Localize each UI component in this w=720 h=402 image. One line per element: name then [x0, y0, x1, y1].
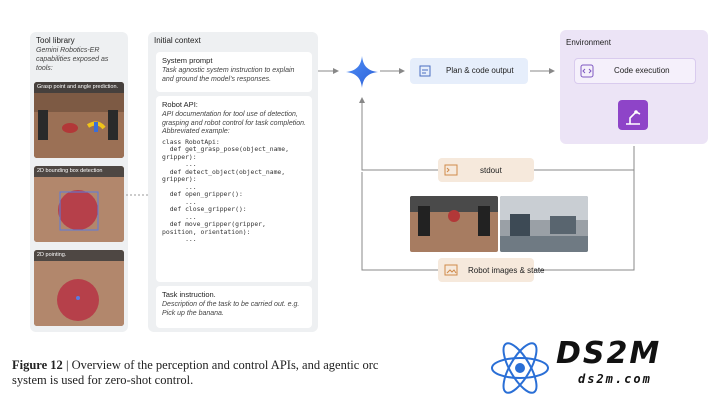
robot-images-state-label: Robot images & state — [468, 266, 545, 275]
figure-caption: Figure 12 | Overview of the perception a… — [12, 358, 482, 388]
tool-library-subtitle: Gemini Robotics-ER capabilities exposed … — [36, 47, 109, 72]
code-execution-label: Code execution — [614, 66, 670, 75]
tool-library-title: Tool library — [36, 36, 75, 45]
code-execution-box — [574, 58, 696, 84]
watermark-text: DS2M — [556, 336, 662, 371]
environment-title: Environment — [566, 38, 611, 47]
system-prompt-card: System prompt Task agnostic system instr… — [156, 52, 312, 92]
robot-arm-tile — [618, 100, 648, 130]
grasp-scene-illustration — [34, 82, 124, 158]
plan-code-output-label: Plan & code output — [446, 66, 514, 75]
caption-text: | Overview of the perception and control… — [62, 358, 379, 372]
grasp-prediction-image: Grasp point and angle prediction. — [34, 82, 124, 158]
bbox-scene-illustration — [34, 166, 124, 242]
terminal-icon — [444, 164, 458, 176]
robot-camera-image-2 — [500, 196, 588, 252]
bounding-box-image: 2D bounding box detection — [34, 166, 124, 242]
robot-camera-scene-1 — [410, 196, 498, 252]
gemini-sparkle-icon — [346, 56, 378, 88]
plan-document-icon — [419, 65, 431, 77]
task-instruction-text: Description of the task to be carried ou… — [162, 301, 300, 317]
robot-camera-image-1 — [410, 196, 498, 252]
robot-api-example-label: Abbreviated example: — [162, 128, 230, 135]
robot-arm-icon — [626, 110, 641, 125]
image-icon — [444, 264, 458, 276]
task-instruction-heading: Task instruction. — [162, 290, 216, 299]
task-instruction-card: Task instruction. Description of the tas… — [156, 286, 312, 328]
code-brackets-icon — [580, 64, 594, 78]
pointing-scene-illustration — [34, 250, 124, 326]
image-caption: 2D pointing. — [34, 250, 124, 261]
stdout-box — [438, 158, 534, 182]
image-caption: 2D bounding box detection — [34, 166, 124, 177]
image-caption: Grasp point and angle prediction. — [34, 82, 124, 93]
robot-api-card: Robot API: API documentation for tool us… — [156, 96, 312, 282]
robot-camera-scene-2 — [500, 196, 588, 252]
robot-api-heading: Robot API: — [162, 100, 198, 109]
flow-arrows — [318, 68, 637, 271]
system-prompt-heading: System prompt — [162, 56, 213, 65]
atom-logo-icon — [491, 342, 549, 394]
stdout-label: stdout — [480, 166, 502, 175]
watermark-url: ds2m.com — [578, 372, 652, 386]
system-prompt-text: Task agnostic system instruction to expl… — [162, 67, 295, 83]
caption-line-2: system is used for zero-shot control. — [12, 373, 194, 387]
initial-context-title: Initial context — [154, 36, 201, 45]
pointing-image: 2D pointing. — [34, 250, 124, 326]
robot-api-code: class RobotApi: def get_grasp_pose(objec… — [162, 137, 289, 243]
figure-label: Figure 12 — [12, 358, 63, 372]
robot-api-text: API documentation for tool use of detect… — [162, 111, 306, 127]
